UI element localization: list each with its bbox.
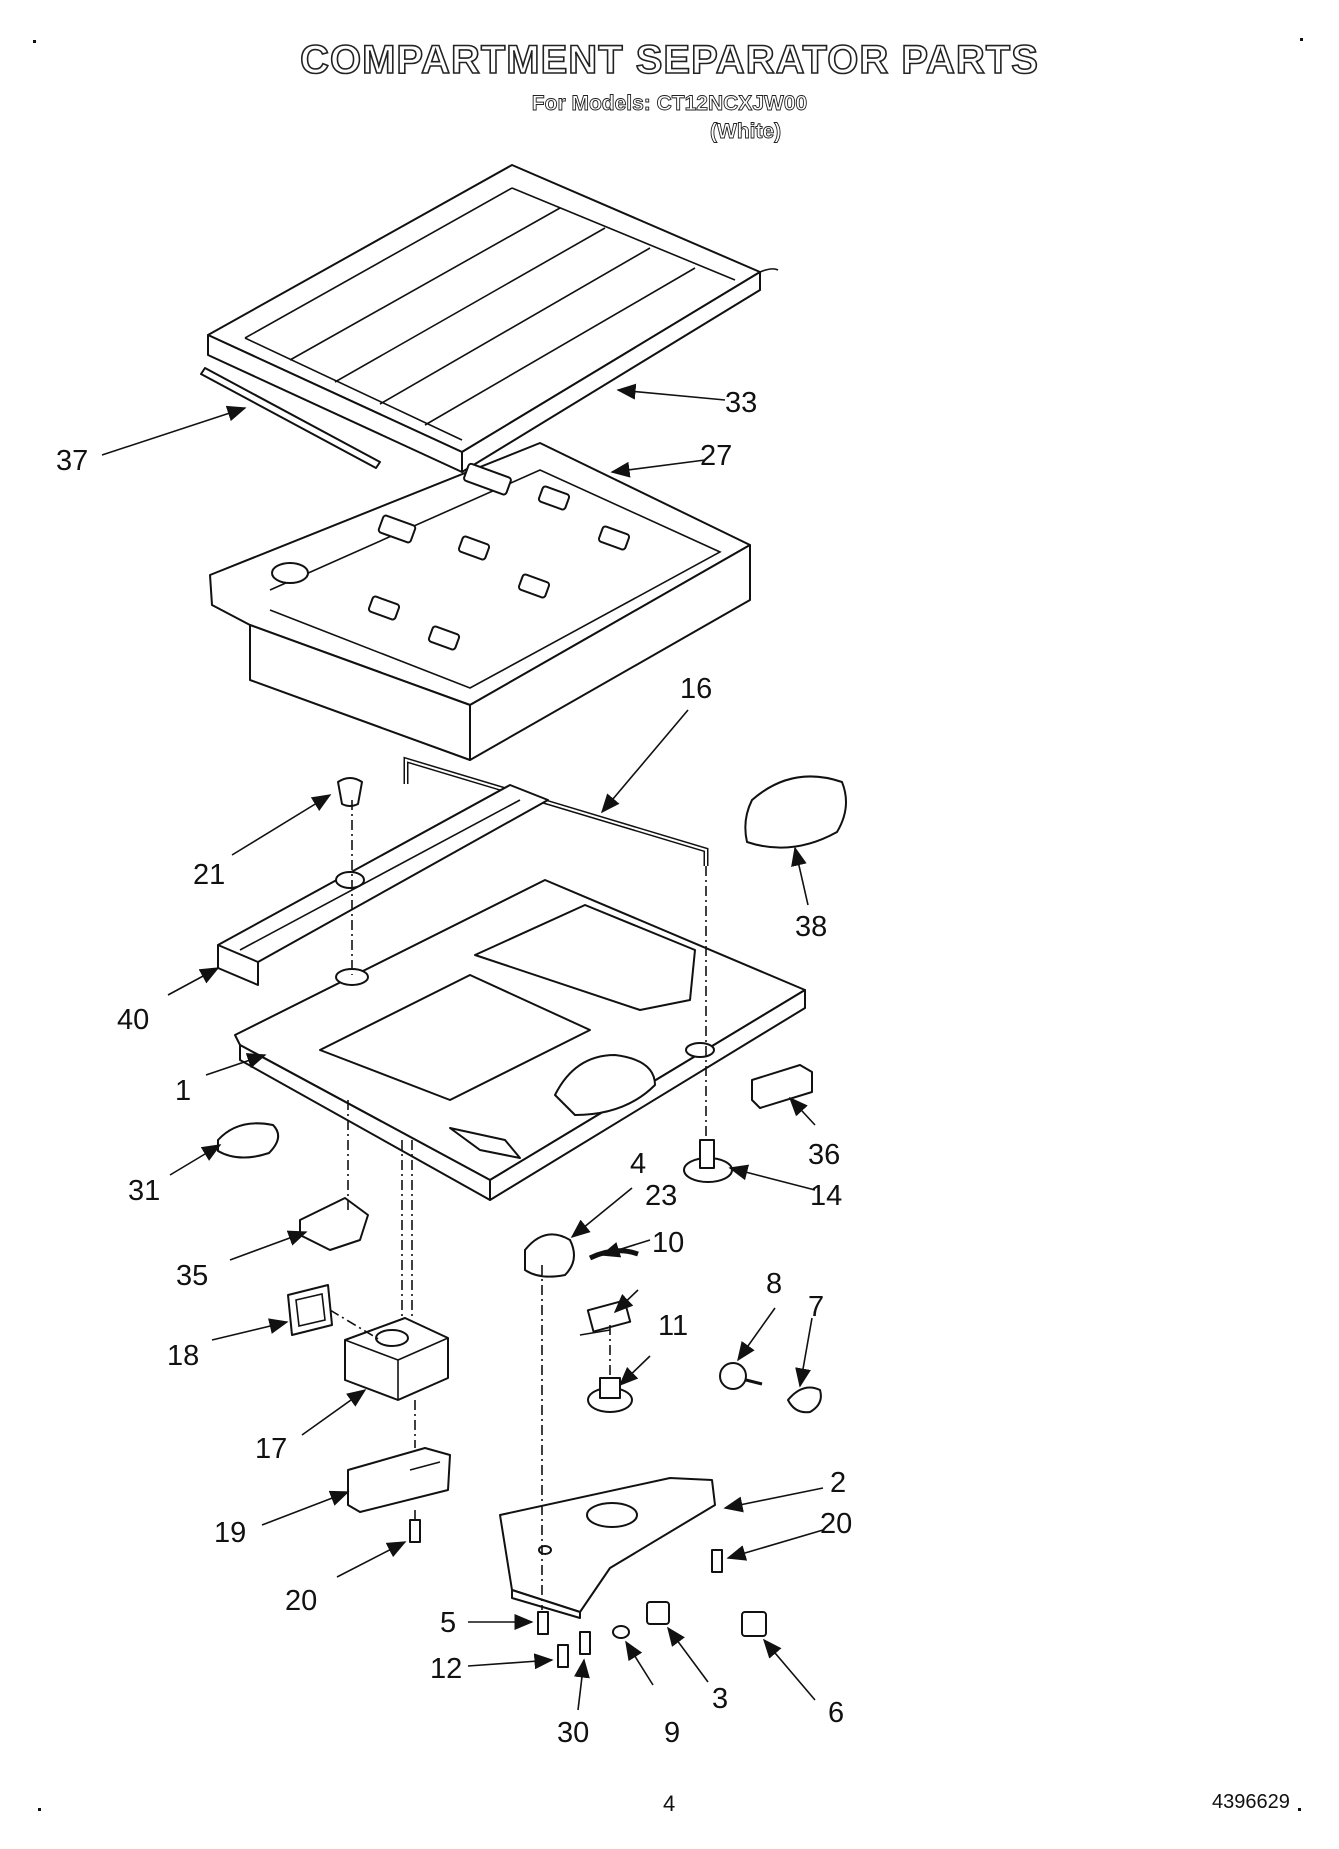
- callout-38: 38: [795, 911, 827, 943]
- callout-37: 37: [56, 445, 88, 477]
- color-note: (White): [710, 120, 782, 144]
- part-8-bulb: [719, 1362, 763, 1390]
- part-40-duct: [217, 784, 549, 986]
- part-33-grille-cover: [207, 164, 779, 473]
- assembly-lines: [329, 800, 707, 1610]
- callout-35: 35: [176, 1260, 208, 1292]
- callout-9: 9: [664, 1717, 680, 1749]
- nut-9: [612, 1625, 630, 1639]
- part-27-liner-tray: [209, 442, 751, 761]
- callout-33: 33: [725, 387, 757, 419]
- callout-17: 17: [255, 1433, 287, 1465]
- page-number: 4: [663, 1791, 676, 1816]
- leader-arrows: [101, 383, 824, 1711]
- part-4-holder: [524, 1233, 575, 1278]
- callout-23: 23: [645, 1180, 677, 1212]
- screw-20-right: [711, 1549, 723, 1573]
- part-21-plug: [337, 777, 363, 807]
- part-37-strip: [200, 367, 381, 469]
- callout-27: 27: [700, 440, 732, 472]
- callout-20-left: 20: [285, 1585, 317, 1617]
- part-2-light-housing: [499, 1477, 716, 1619]
- callout-3: 3: [712, 1683, 728, 1715]
- part-35-switch: [299, 1197, 369, 1251]
- part-31-button: [217, 1122, 280, 1159]
- callout-5: 5: [440, 1607, 456, 1639]
- callout-31: 31: [128, 1175, 160, 1207]
- callout-6: 6: [828, 1697, 844, 1729]
- part-19-bracket: [347, 1447, 451, 1513]
- callout-40: 40: [117, 1004, 149, 1036]
- part-18-lens: [287, 1284, 333, 1336]
- callout-16: 16: [680, 673, 712, 705]
- callout-12: 12: [430, 1653, 462, 1685]
- screw-20-left: [409, 1519, 421, 1543]
- diagram-title: COMPARTMENT SEPARATOR PARTS: [299, 37, 1039, 83]
- screw-5: [537, 1611, 549, 1635]
- part-3-switch: [646, 1601, 670, 1625]
- part-6-socket: [741, 1611, 767, 1637]
- callout-1: 1: [175, 1075, 191, 1107]
- part-38-gasket: [744, 775, 847, 849]
- callout-10: 10: [652, 1227, 684, 1259]
- document-number: 4396629: [1212, 1791, 1290, 1813]
- callout-4: 4: [630, 1148, 646, 1180]
- callout-30: 30: [557, 1717, 589, 1749]
- callout-7: 7: [808, 1291, 824, 1323]
- corner-mark: [38, 1808, 41, 1811]
- callout-19: 19: [214, 1517, 246, 1549]
- callout-18: 18: [167, 1340, 199, 1372]
- part-7-socket: [787, 1386, 822, 1414]
- screw-12: [557, 1644, 569, 1668]
- part-14-knob: [683, 1139, 733, 1183]
- callout-labels: 33 37 27 16 21 38 40 1 36 31 14 4 23 10 …: [56, 387, 852, 1749]
- part-1-separator-panel: [234, 879, 806, 1201]
- corner-mark: [1300, 38, 1303, 41]
- callout-36: 36: [808, 1139, 840, 1171]
- callout-11: 11: [658, 1310, 688, 1342]
- part-11-knob: [587, 1377, 633, 1413]
- callout-8: 8: [766, 1268, 782, 1300]
- model-line: For Models: CT12NCXJW00: [531, 92, 808, 116]
- corner-mark: [33, 40, 36, 43]
- callout-21: 21: [193, 859, 225, 891]
- part-16-tube: [403, 756, 709, 866]
- callout-14: 14: [810, 1180, 842, 1212]
- part-36-clip: [751, 1064, 813, 1109]
- screw-30: [579, 1631, 591, 1655]
- callout-20-right: 20: [820, 1508, 852, 1540]
- part-17-control-housing: [344, 1317, 449, 1401]
- callout-2: 2: [830, 1467, 846, 1499]
- corner-mark: [1298, 1808, 1301, 1811]
